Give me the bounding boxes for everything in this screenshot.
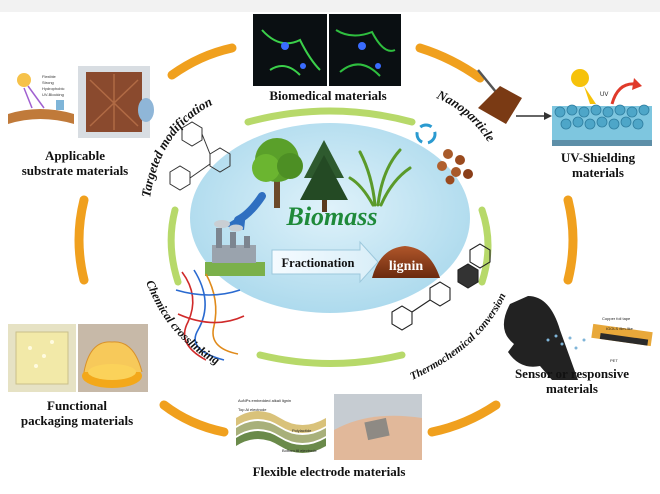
sensor-strip: Copper foil tape IGOLS film-like PET — [591, 316, 653, 363]
sensor-copper: Copper foil tape — [602, 316, 631, 321]
label-applicable-line1: Applicable — [45, 148, 105, 163]
fractionation-label: Fractionation — [282, 256, 355, 270]
label-sensor-line1: Sensor or responsive — [514, 366, 630, 381]
packaging-photo-1 — [8, 324, 76, 392]
lignin-label: lignin — [389, 259, 423, 274]
thermo-molecule — [391, 243, 491, 331]
electrode-layer-pla: Polylactide — [292, 428, 312, 433]
legend-strong: Strong — [42, 80, 54, 85]
reflect-arrow-head — [632, 78, 642, 90]
svg-text:Nanoparticle: Nanoparticle — [434, 87, 499, 145]
electrode-layer-top: Top Al electrode — [238, 407, 267, 412]
label-nanoparticle: Nanoparticle — [434, 87, 499, 145]
biomass-title: Biomass — [285, 202, 377, 231]
sensor-pet: PET — [610, 358, 618, 363]
label-sensor-responsive: Sensor or responsive materials — [492, 366, 652, 397]
biomedical-image — [253, 14, 401, 86]
sun-icon — [571, 69, 596, 104]
electrode-schematic: AuNPs embedded alkali lignin Top Al elec… — [232, 396, 328, 460]
uv-arrow-head — [544, 112, 552, 120]
nanoparticles — [415, 123, 473, 185]
label-functional-packaging: Functional packaging materials — [4, 398, 150, 429]
electrode-photo — [334, 394, 422, 460]
pine-icon — [300, 140, 348, 212]
breath-particles — [546, 334, 586, 350]
label-functional-line2: packaging materials — [20, 413, 134, 429]
uv-surface — [552, 104, 652, 146]
packaging-photo-2 — [78, 324, 148, 392]
substrate-schematic: Flexible Strong Hydrophobic UV-Blocking — [8, 73, 74, 124]
substrate-photo — [78, 66, 154, 138]
top-strip — [0, 0, 660, 12]
molecule-structure — [169, 121, 231, 191]
label-functional-line1: Functional — [47, 398, 107, 413]
label-sensor-line2: materials — [546, 381, 598, 397]
label-flexible-electrode: Flexible electrode materials — [252, 464, 406, 479]
legend-hydrophobic: Hydrophobic — [42, 86, 64, 91]
label-applicable-line2: substrate materials — [21, 163, 129, 179]
tree-icon — [252, 138, 303, 208]
label-uv-line1: UV-Shielding — [560, 150, 636, 165]
label-uv-shielding: UV-Shielding materials — [540, 150, 656, 181]
reflect-arrow-icon — [610, 82, 637, 105]
factory-icon — [205, 220, 265, 276]
crosslink-fibers — [175, 269, 245, 361]
uv-scoop — [477, 69, 522, 124]
legend-uv-blocking: UV-Blocking — [42, 92, 64, 97]
sensor-film: IGOLS film-like — [606, 326, 634, 331]
electrode-layer-lignin: AuNPs embedded alkali lignin — [238, 398, 291, 403]
lignin-pile — [372, 246, 440, 278]
legend-flexible: Flexible — [42, 74, 57, 79]
inner-ring — [167, 107, 492, 367]
label-applicable-substrate: Applicable substrate materials — [4, 148, 146, 179]
fractionation-arrow — [271, 240, 379, 284]
face-icon — [503, 296, 578, 380]
grass-icon — [348, 148, 412, 207]
label-biomedical: Biomedical materials — [269, 88, 387, 103]
uv-text: UV — [600, 92, 608, 98]
label-uv-line2: materials — [572, 165, 624, 181]
outer-ring — [74, 43, 578, 437]
electrode-layer-bottom: Bottom Al electrode — [282, 448, 317, 453]
